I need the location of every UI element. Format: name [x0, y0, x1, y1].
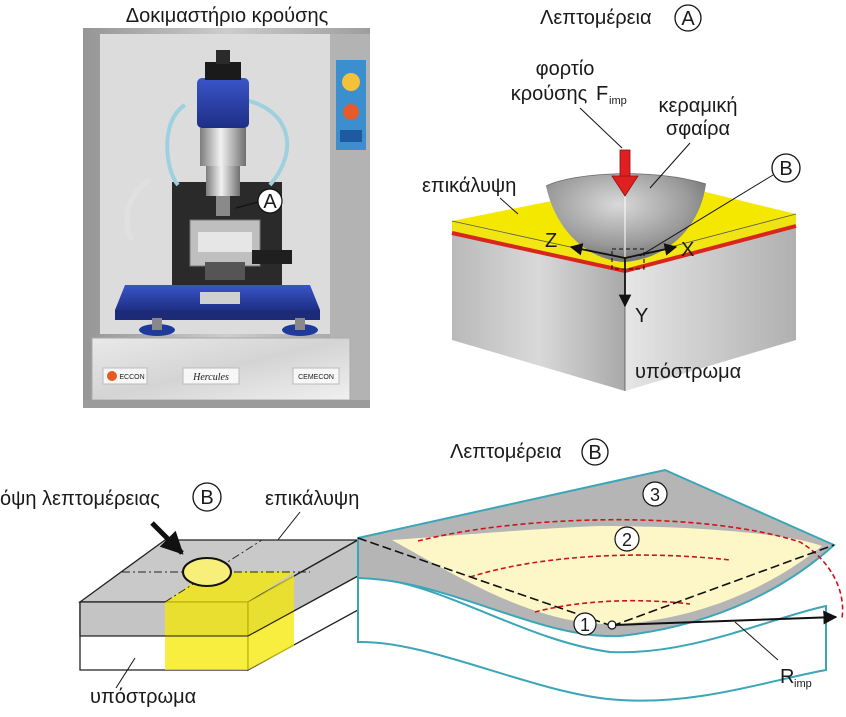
- zone-2-text: 2: [622, 530, 632, 550]
- symmetry-line-right: [611, 544, 835, 627]
- arrow-thick-black-icon: [150, 521, 184, 555]
- detail-b-title: Λεπτομέρεια: [450, 441, 562, 463]
- axis-z-arrow: [569, 243, 626, 259]
- detail-a-marker: [674, 4, 702, 32]
- photo-panel: Δοκιμαστήριο κρούσης: [83, 5, 370, 408]
- view-b-substrate-label: υπόστρωμα: [90, 686, 196, 708]
- symmetry-line-left: [357, 537, 613, 627]
- detail-a-marker-b-text: B: [779, 158, 792, 180]
- radius-subscript: imp: [794, 678, 812, 690]
- detail-b-marker-text: B: [588, 442, 601, 464]
- zone-1-marker: [573, 612, 597, 636]
- blue-actuator: [197, 78, 249, 128]
- view-b-caption: όψη λεπτομέρειας: [0, 488, 160, 510]
- arrow-down-red-icon: [611, 149, 639, 197]
- view-b-marker-text: B: [200, 487, 213, 509]
- photo-title: Δοκιμαστήριο κρούσης: [126, 5, 329, 27]
- detail-b-callout-box: [611, 248, 645, 270]
- radius-arrow: [614, 610, 838, 626]
- axis-x-label: X: [681, 239, 694, 261]
- zone-3-marker: [642, 481, 668, 507]
- right-brand-label: CEMECON: [298, 374, 334, 381]
- chrome-cylinder: [200, 128, 246, 166]
- axis-y-label: Y: [635, 305, 648, 327]
- axis-x-arrow: [624, 243, 678, 259]
- view-b-panel: όψη λεπτομέρειας B επικάλυψη υπόστρωμα: [0, 482, 361, 708]
- detail-a-title: Λεπτομέρεια: [540, 7, 652, 29]
- photo-marker-a-text: A: [263, 191, 277, 213]
- zone-1-text: 1: [580, 615, 590, 635]
- detail-a-panel: Λεπτομέρεια A φορτίο κρούσης F imp κεραμ…: [422, 4, 801, 391]
- view-b-indent: [182, 557, 232, 587]
- detail-a-marker-text: A: [681, 8, 695, 30]
- detail-b-marker: [581, 438, 609, 466]
- zone-2-marker: [614, 526, 640, 552]
- left-brand-label: ECCON: [119, 374, 144, 381]
- ball-label-line1: κεραμική: [659, 95, 738, 117]
- radius-symbol: R: [780, 666, 794, 688]
- base-brand-label: Hercules: [192, 372, 229, 383]
- zone-3-text: 3: [650, 485, 660, 505]
- load-label-line1: φορτίο: [536, 58, 595, 80]
- indent-centre-point: [607, 620, 617, 630]
- ring-inner: [534, 599, 691, 613]
- ball-label-line2: σφαίρα: [666, 118, 730, 140]
- ring-middle: [469, 554, 731, 578]
- view-b-marker: [192, 482, 222, 512]
- view-b-coating-label: επικάλυψη: [265, 488, 359, 510]
- photo-marker-a: [257, 188, 283, 214]
- axis-z-label: Z: [545, 230, 557, 252]
- coating-label: επικάλυψη: [422, 175, 516, 197]
- force-subscript: imp: [609, 95, 627, 107]
- detail-b-panel: Λεπτομέρεια B R imp 3 2 1: [357, 438, 844, 702]
- force-symbol: F: [596, 83, 608, 105]
- detail-b-crater: [392, 526, 822, 625]
- load-label-line2: κρούσης: [511, 83, 588, 105]
- detail-b-substrate: [357, 576, 827, 702]
- ring-outer: [417, 518, 844, 619]
- eccon-logo-icon: [107, 371, 117, 381]
- substrate-label: υπόστρωμα: [635, 361, 741, 383]
- detail-a-marker-b: [771, 153, 801, 183]
